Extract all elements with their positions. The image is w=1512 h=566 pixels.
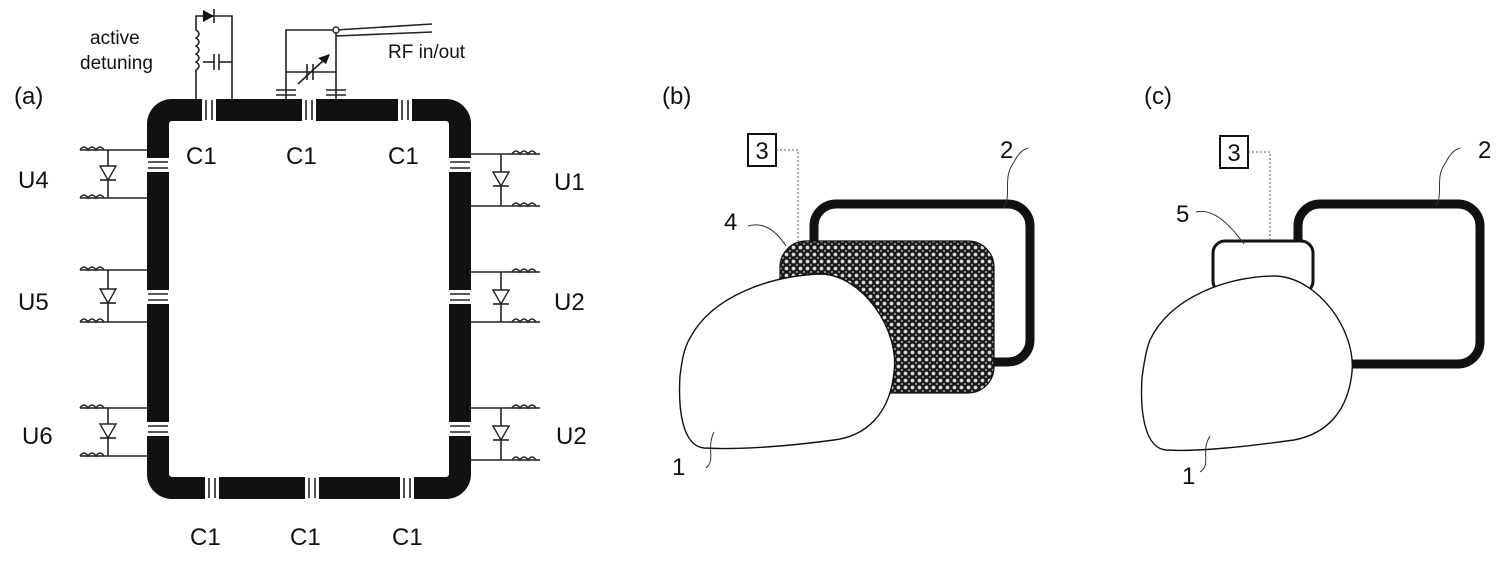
- cap-top-label-2: C1: [286, 143, 317, 170]
- panel-c: (c) 3 2 5 1: [1140, 83, 1491, 490]
- top-capacitors: [202, 96, 412, 124]
- diode-unit-u2-lower: [470, 404, 540, 462]
- left-detune-units: [79, 146, 148, 458]
- diode-unit-u6: [79, 404, 148, 458]
- cap-bottom-label-2: C1: [290, 524, 321, 551]
- unit-label-u4: U4: [18, 167, 49, 194]
- diode-unit-u5: [79, 266, 148, 324]
- unit-label-u2-upper: U2: [554, 289, 585, 316]
- diode-unit-u1: [470, 150, 540, 208]
- diode-unit-u2-upper: [470, 268, 540, 324]
- cap-bottom-label-3: C1: [392, 524, 423, 551]
- panel-b-label: (b): [662, 83, 691, 110]
- detuning-label-line2: detuning: [80, 53, 153, 74]
- cap-top-label-3: C1: [388, 143, 419, 170]
- capacitor-top-3: [398, 96, 412, 124]
- detuning-label-line1: active: [90, 28, 140, 49]
- bottom-capacitors: [205, 474, 414, 502]
- panel-c-label: (c): [1144, 83, 1172, 110]
- panel-a-label: (a): [14, 83, 43, 110]
- callout-5: 5: [1176, 201, 1189, 228]
- unit-label-u2-lower: U2: [556, 423, 587, 450]
- rf-in-out-label: RF in/out: [388, 42, 466, 63]
- box-3-label: 3: [1227, 140, 1240, 167]
- capacitor-bottom-1: [205, 474, 219, 502]
- panel-a: (a): [14, 9, 587, 551]
- right-detune-units: [470, 150, 540, 462]
- capacitor-bottom-3: [400, 474, 414, 502]
- callout-1: 1: [672, 454, 685, 481]
- unit-label-u5: U5: [18, 289, 49, 316]
- diode-unit-u4: [79, 146, 148, 200]
- matching-network: RF in/out: [276, 23, 466, 99]
- object-1: [1140, 275, 1353, 452]
- side-capacitors: [144, 158, 474, 436]
- panel-b: (b) 3 2 4 1: [662, 83, 1035, 481]
- capacitor-top-2: [302, 96, 316, 124]
- cap-bottom-label-1: C1: [190, 524, 221, 551]
- box-3-label: 3: [755, 138, 768, 165]
- cap-top-label-1: C1: [186, 143, 217, 170]
- callout-1: 1: [1182, 463, 1195, 490]
- object-1: [678, 273, 896, 450]
- capacitor-bottom-2: [305, 474, 319, 502]
- callout-4: 4: [724, 209, 737, 236]
- active-detuning-circuit: active detuning: [80, 9, 233, 99]
- capacitor-top-1: [202, 96, 216, 124]
- unit-label-u1: U1: [554, 169, 585, 196]
- callout-2: 2: [1478, 137, 1491, 164]
- unit-label-u6: U6: [22, 423, 53, 450]
- callout-2: 2: [1000, 137, 1013, 164]
